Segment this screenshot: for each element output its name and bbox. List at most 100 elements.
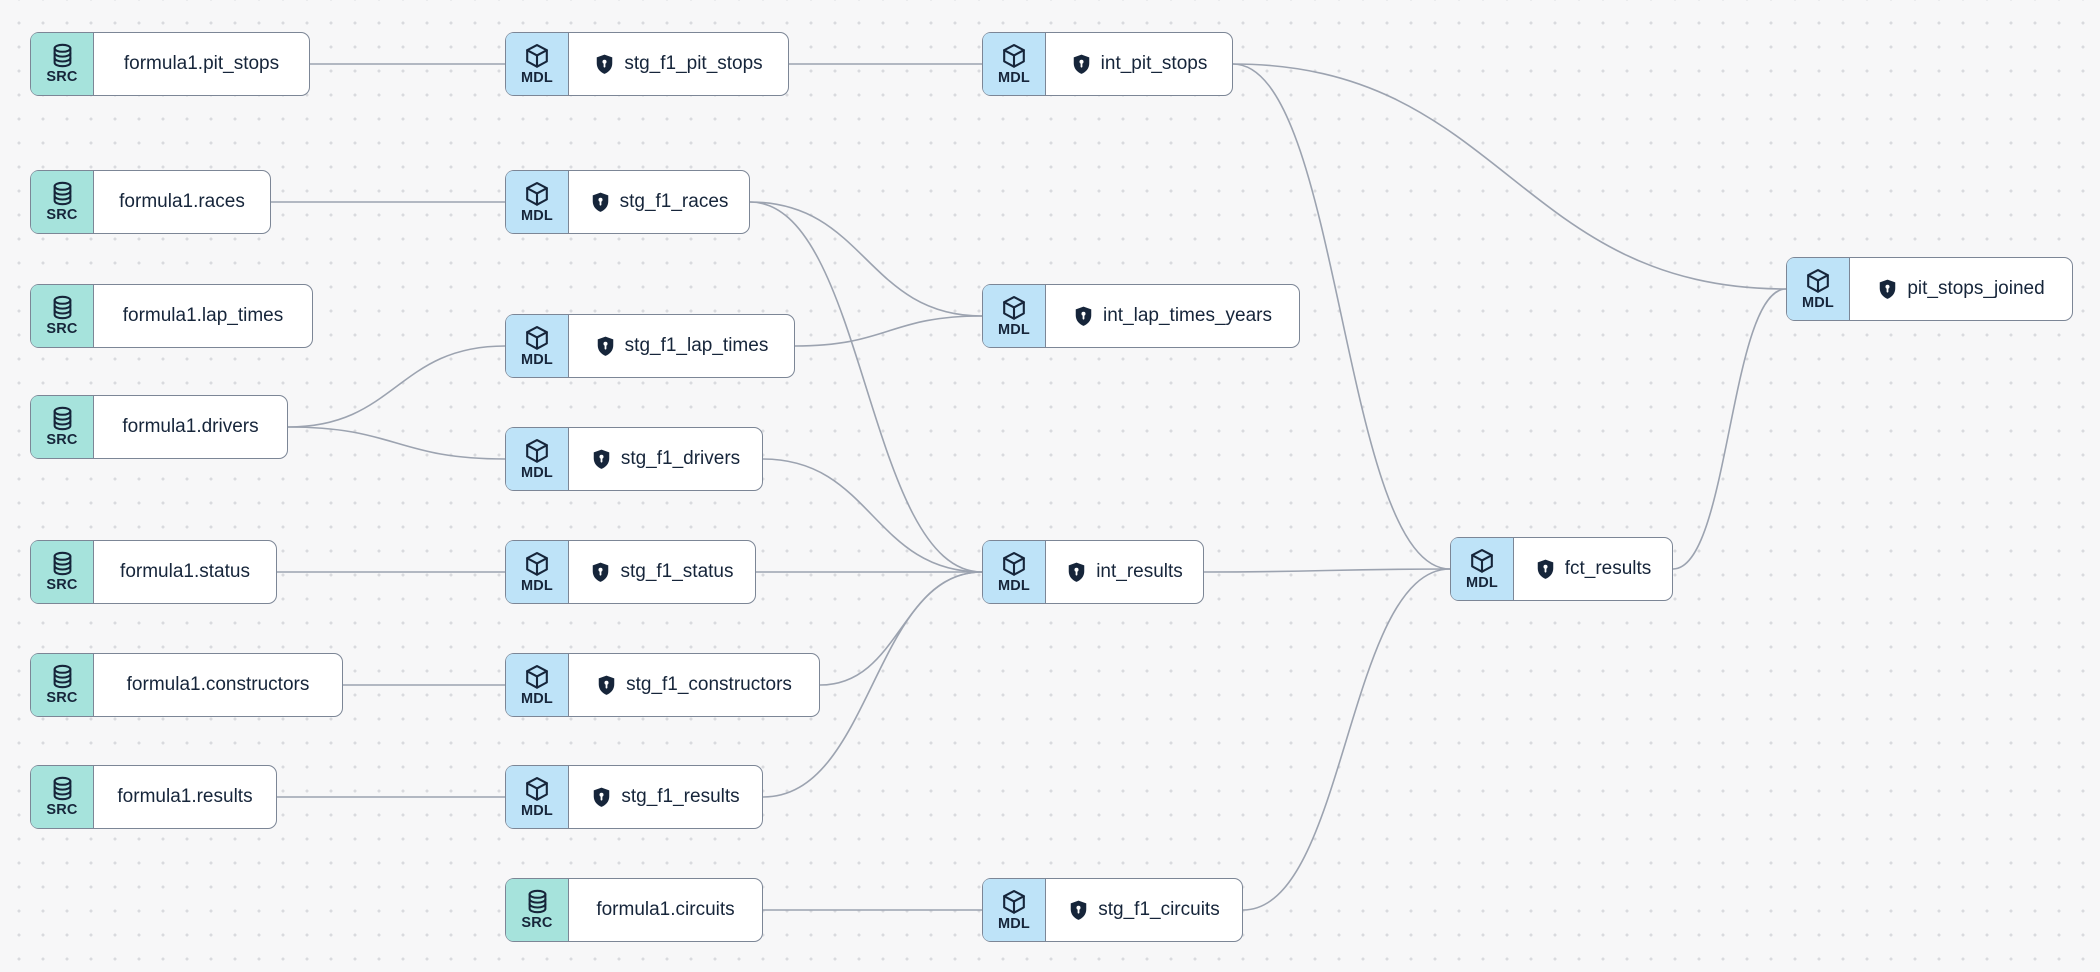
- node-body: int_results: [1046, 541, 1203, 603]
- node-label: stg_f1_drivers: [620, 448, 741, 469]
- edge-int_results-fct_results: [1203, 568, 1451, 573]
- cube-icon: [526, 551, 548, 576]
- edge-stg_circuits-fct_results: [1242, 568, 1451, 911]
- source-badge: SRC: [31, 396, 94, 458]
- edge-stg_races-int_lap_times_years: [749, 201, 983, 317]
- shield-icon: [1068, 562, 1085, 582]
- model-badge: MDL: [1451, 538, 1514, 600]
- badge-label: SRC: [46, 802, 78, 819]
- source-badge: SRC: [506, 879, 569, 941]
- node-body: int_lap_times_years: [1046, 285, 1299, 347]
- cube-icon: [1003, 43, 1025, 68]
- node-fct_results[interactable]: MDL fct_results: [1450, 537, 1673, 601]
- node-stg_f1_constructors[interactable]: MDL stg_f1_constructors: [505, 653, 820, 717]
- node-label: fct_results: [1564, 558, 1652, 579]
- node-body: formula1.pit_stops: [94, 33, 309, 95]
- shield-icon: [1071, 900, 1087, 920]
- shield-icon: [1537, 559, 1553, 579]
- badge-label: SRC: [46, 690, 78, 707]
- model-badge: MDL: [506, 33, 569, 95]
- cube-icon: [1003, 889, 1025, 914]
- source-badge: SRC: [31, 33, 94, 95]
- edge-stg_races-int_results: [749, 201, 983, 573]
- node-body: formula1.constructors: [94, 654, 342, 716]
- shield-icon: [592, 192, 608, 212]
- model-badge: MDL: [983, 541, 1046, 603]
- node-label: formula1.lap_times: [122, 305, 284, 326]
- cube-icon: [526, 181, 548, 206]
- source-badge: SRC: [31, 541, 94, 603]
- badge-label: MDL: [997, 321, 1030, 338]
- source-badge: SRC: [31, 171, 94, 233]
- node-int_results[interactable]: MDL int_results: [982, 540, 1204, 604]
- badge-label: MDL: [997, 69, 1030, 86]
- node-label: stg_f1_status: [620, 561, 734, 582]
- node-formula1.lap_times[interactable]: SRC formula1.lap_times: [30, 284, 313, 348]
- shield-icon: [593, 449, 610, 469]
- node-formula1.constructors[interactable]: SRC formula1.constructors: [30, 653, 343, 717]
- shield-icon: [598, 675, 615, 695]
- node-body: pit_stops_joined: [1850, 258, 2072, 320]
- node-body: formula1.lap_times: [94, 285, 312, 347]
- badge-label: MDL: [520, 69, 553, 86]
- cube-icon: [1003, 295, 1025, 320]
- database-icon: [53, 552, 71, 576]
- node-stg_f1_lap_times[interactable]: MDL stg_f1_lap_times: [505, 314, 795, 378]
- badge-label: MDL: [1801, 294, 1834, 311]
- node-label: int_results: [1096, 561, 1183, 582]
- node-formula1.pit_stops[interactable]: SRC formula1.pit_stops: [30, 32, 310, 96]
- node-body: formula1.circuits: [569, 879, 762, 941]
- node-body: stg_f1_races: [569, 171, 749, 233]
- node-stg_f1_races[interactable]: MDL stg_f1_races: [505, 170, 750, 234]
- database-icon: [53, 296, 71, 320]
- badge-label: SRC: [46, 207, 78, 224]
- edge-stg_drivers-int_results: [762, 458, 983, 573]
- node-stg_f1_status[interactable]: MDL stg_f1_status: [505, 540, 756, 604]
- edge-stg_constructors-int_results: [819, 571, 983, 686]
- node-stg_f1_results[interactable]: MDL stg_f1_results: [505, 765, 763, 829]
- database-icon: [53, 407, 71, 431]
- node-label: formula1.constructors: [126, 674, 310, 695]
- node-label: int_pit_stops: [1100, 53, 1208, 74]
- shield-icon: [594, 787, 610, 807]
- node-int_pit_stops[interactable]: MDL int_pit_stops: [982, 32, 1233, 96]
- cube-icon: [526, 325, 548, 350]
- edge-src_drivers-stg_lap_times: [287, 345, 506, 428]
- node-stg_f1_circuits[interactable]: MDL stg_f1_circuits: [982, 878, 1243, 942]
- badge-label: SRC: [46, 69, 78, 86]
- node-int_lap_times_years[interactable]: MDL int_lap_times_years: [982, 284, 1300, 348]
- badge-label: MDL: [520, 464, 553, 481]
- shield-icon: [1073, 54, 1089, 74]
- shield-icon: [1880, 279, 1896, 299]
- shield-icon: [597, 54, 613, 74]
- model-badge: MDL: [983, 33, 1046, 95]
- node-formula1.drivers[interactable]: SRC formula1.drivers: [30, 395, 288, 459]
- node-body: fct_results: [1514, 538, 1672, 600]
- badge-label: MDL: [997, 915, 1030, 932]
- badge-label: MDL: [520, 690, 553, 707]
- node-label: int_lap_times_years: [1103, 305, 1272, 326]
- badge-label: MDL: [1465, 574, 1498, 591]
- badge-label: MDL: [520, 207, 553, 224]
- edge-stg_lap_times-int_lap_times_years: [794, 315, 983, 347]
- model-badge: MDL: [1787, 258, 1850, 320]
- badge-label: SRC: [46, 321, 78, 338]
- node-stg_f1_pit_stops[interactable]: MDL stg_f1_pit_stops: [505, 32, 789, 96]
- node-stg_f1_drivers[interactable]: MDL stg_f1_drivers: [505, 427, 763, 491]
- node-body: stg_f1_pit_stops: [569, 33, 788, 95]
- node-label: formula1.pit_stops: [123, 53, 280, 74]
- node-label: formula1.drivers: [122, 416, 259, 437]
- cube-icon: [526, 664, 548, 689]
- edge-int_pit_stops-pit_stops_joined: [1232, 63, 1787, 290]
- node-label: stg_f1_circuits: [1098, 899, 1220, 920]
- node-formula1.results[interactable]: SRC formula1.results: [30, 765, 277, 829]
- cube-icon: [1003, 551, 1025, 576]
- node-pit_stops_joined[interactable]: MDL pit_stops_joined: [1786, 257, 2073, 321]
- node-label: stg_f1_lap_times: [624, 335, 769, 356]
- node-body: formula1.results: [94, 766, 276, 828]
